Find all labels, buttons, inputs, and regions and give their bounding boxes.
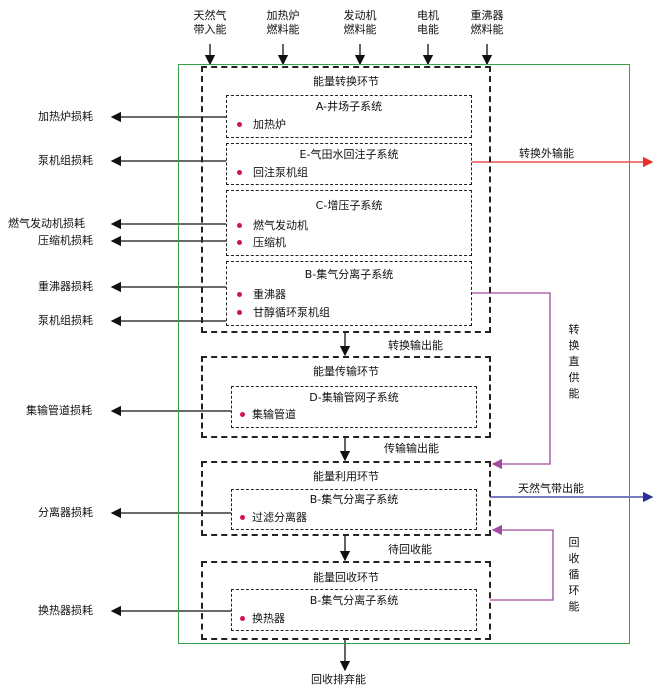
input-label-gas: 天然气 带入能 xyxy=(193,9,227,36)
flow-label-transport-output: 传输输出能 xyxy=(384,442,439,455)
subsystem-b1-item-1: 重沸器 xyxy=(253,288,286,301)
loss-label-heat-exchanger: 换热器损耗 xyxy=(38,604,93,617)
input-label-engine-fuel: 发动机 燃料能 xyxy=(343,9,377,36)
subsystem-b2-title: B-集气分离子系统 xyxy=(309,493,399,506)
loss-label-compressor: 压缩机损耗 xyxy=(38,234,93,247)
section-transport: 能量传输环节 xyxy=(201,356,491,438)
bullet-icon xyxy=(237,240,242,245)
direct-supply-line xyxy=(472,292,551,470)
subsystem-b3: B-集气分离子系统 换热器 xyxy=(231,589,477,631)
input-label-heater-fuel: 加热炉 燃料能 xyxy=(266,9,300,36)
flow-label-external-output: 转换外输能 xyxy=(519,147,574,160)
section-utilization-title: 能量利用环节 xyxy=(313,470,379,483)
flow-label-direct-supply: 转 换 直 供 能 xyxy=(568,323,580,400)
flow-label-recovery-discard: 回收排弃能 xyxy=(311,673,366,686)
subsystem-c-title: C-增压子系统 xyxy=(315,199,383,212)
system-boundary xyxy=(178,64,630,644)
subsystem-c-item-2: 压缩机 xyxy=(253,236,286,249)
subsystem-a-item: 加热炉 xyxy=(253,118,286,131)
bullet-icon xyxy=(237,122,242,127)
recycle-line xyxy=(490,524,554,601)
subsystem-e-item: 回注泵机组 xyxy=(253,166,308,179)
subsystem-b1-item-2: 甘醇循环泵机组 xyxy=(253,306,330,319)
section-recovery-title: 能量回收环节 xyxy=(313,571,379,584)
bullet-icon xyxy=(240,515,245,520)
section-conversion: 能量转换环节 xyxy=(201,66,491,333)
subsystem-d-title: D-集输管网子系统 xyxy=(309,391,399,404)
loss-label-pump2: 泵机组损耗 xyxy=(38,314,93,327)
flow-label-gas-output: 天然气带出能 xyxy=(518,482,584,495)
subsystem-a: A-井场子系统 加热炉 xyxy=(226,95,472,138)
subsystem-a-title: A-井场子系统 xyxy=(315,100,383,113)
bullet-icon xyxy=(240,412,245,417)
section-utilization: 能量利用环节 xyxy=(201,461,491,536)
bullet-icon xyxy=(237,170,242,175)
loss-label-separator: 分离器损耗 xyxy=(38,506,93,519)
loss-label-gas-engine: 燃气发动机损耗 xyxy=(8,217,85,230)
loss-label-reboiler: 重沸器损耗 xyxy=(38,280,93,293)
input-label-electric: 电机 电能 xyxy=(417,9,439,36)
subsystem-d: D-集输管网子系统 集输管道 xyxy=(231,386,477,428)
subsystem-b1-title: B-集气分离子系统 xyxy=(304,268,394,281)
subsystem-e: E-气田水回注子系统 回注泵机组 xyxy=(226,143,472,185)
loss-label-heater: 加热炉损耗 xyxy=(38,110,93,123)
subsystem-b1: B-集气分离子系统 重沸器 甘醇循环泵机组 xyxy=(226,261,472,326)
flow-label-recycle: 回 收 循 环 能 xyxy=(568,536,580,613)
section-transport-title: 能量传输环节 xyxy=(313,365,379,378)
subsystem-b3-title: B-集气分离子系统 xyxy=(309,594,399,607)
section-conversion-title: 能量转换环节 xyxy=(313,75,379,88)
input-label-reboiler-fuel: 重沸器 燃料能 xyxy=(470,9,504,36)
subsystem-d-item: 集输管道 xyxy=(252,408,296,421)
subsystem-b2: B-集气分离子系统 过滤分离器 xyxy=(231,489,477,530)
subsystem-b2-item: 过滤分离器 xyxy=(252,511,307,524)
subsystem-c-item-1: 燃气发动机 xyxy=(253,219,308,232)
subsystem-c: C-增压子系统 燃气发动机 压缩机 xyxy=(226,190,472,256)
section-recovery: 能量回收环节 xyxy=(201,561,491,640)
loss-label-pump1: 泵机组损耗 xyxy=(38,154,93,167)
bullet-icon xyxy=(237,310,242,315)
bullet-icon xyxy=(237,292,242,297)
bullet-icon xyxy=(240,616,245,621)
flow-label-to-recover: 待回收能 xyxy=(388,543,432,556)
subsystem-e-title: E-气田水回注子系统 xyxy=(299,148,399,161)
subsystem-b3-item: 换热器 xyxy=(252,612,285,625)
bullet-icon xyxy=(237,223,242,228)
flow-label-conversion-output: 转换输出能 xyxy=(388,339,443,352)
loss-label-pipeline: 集输管道损耗 xyxy=(26,404,92,417)
